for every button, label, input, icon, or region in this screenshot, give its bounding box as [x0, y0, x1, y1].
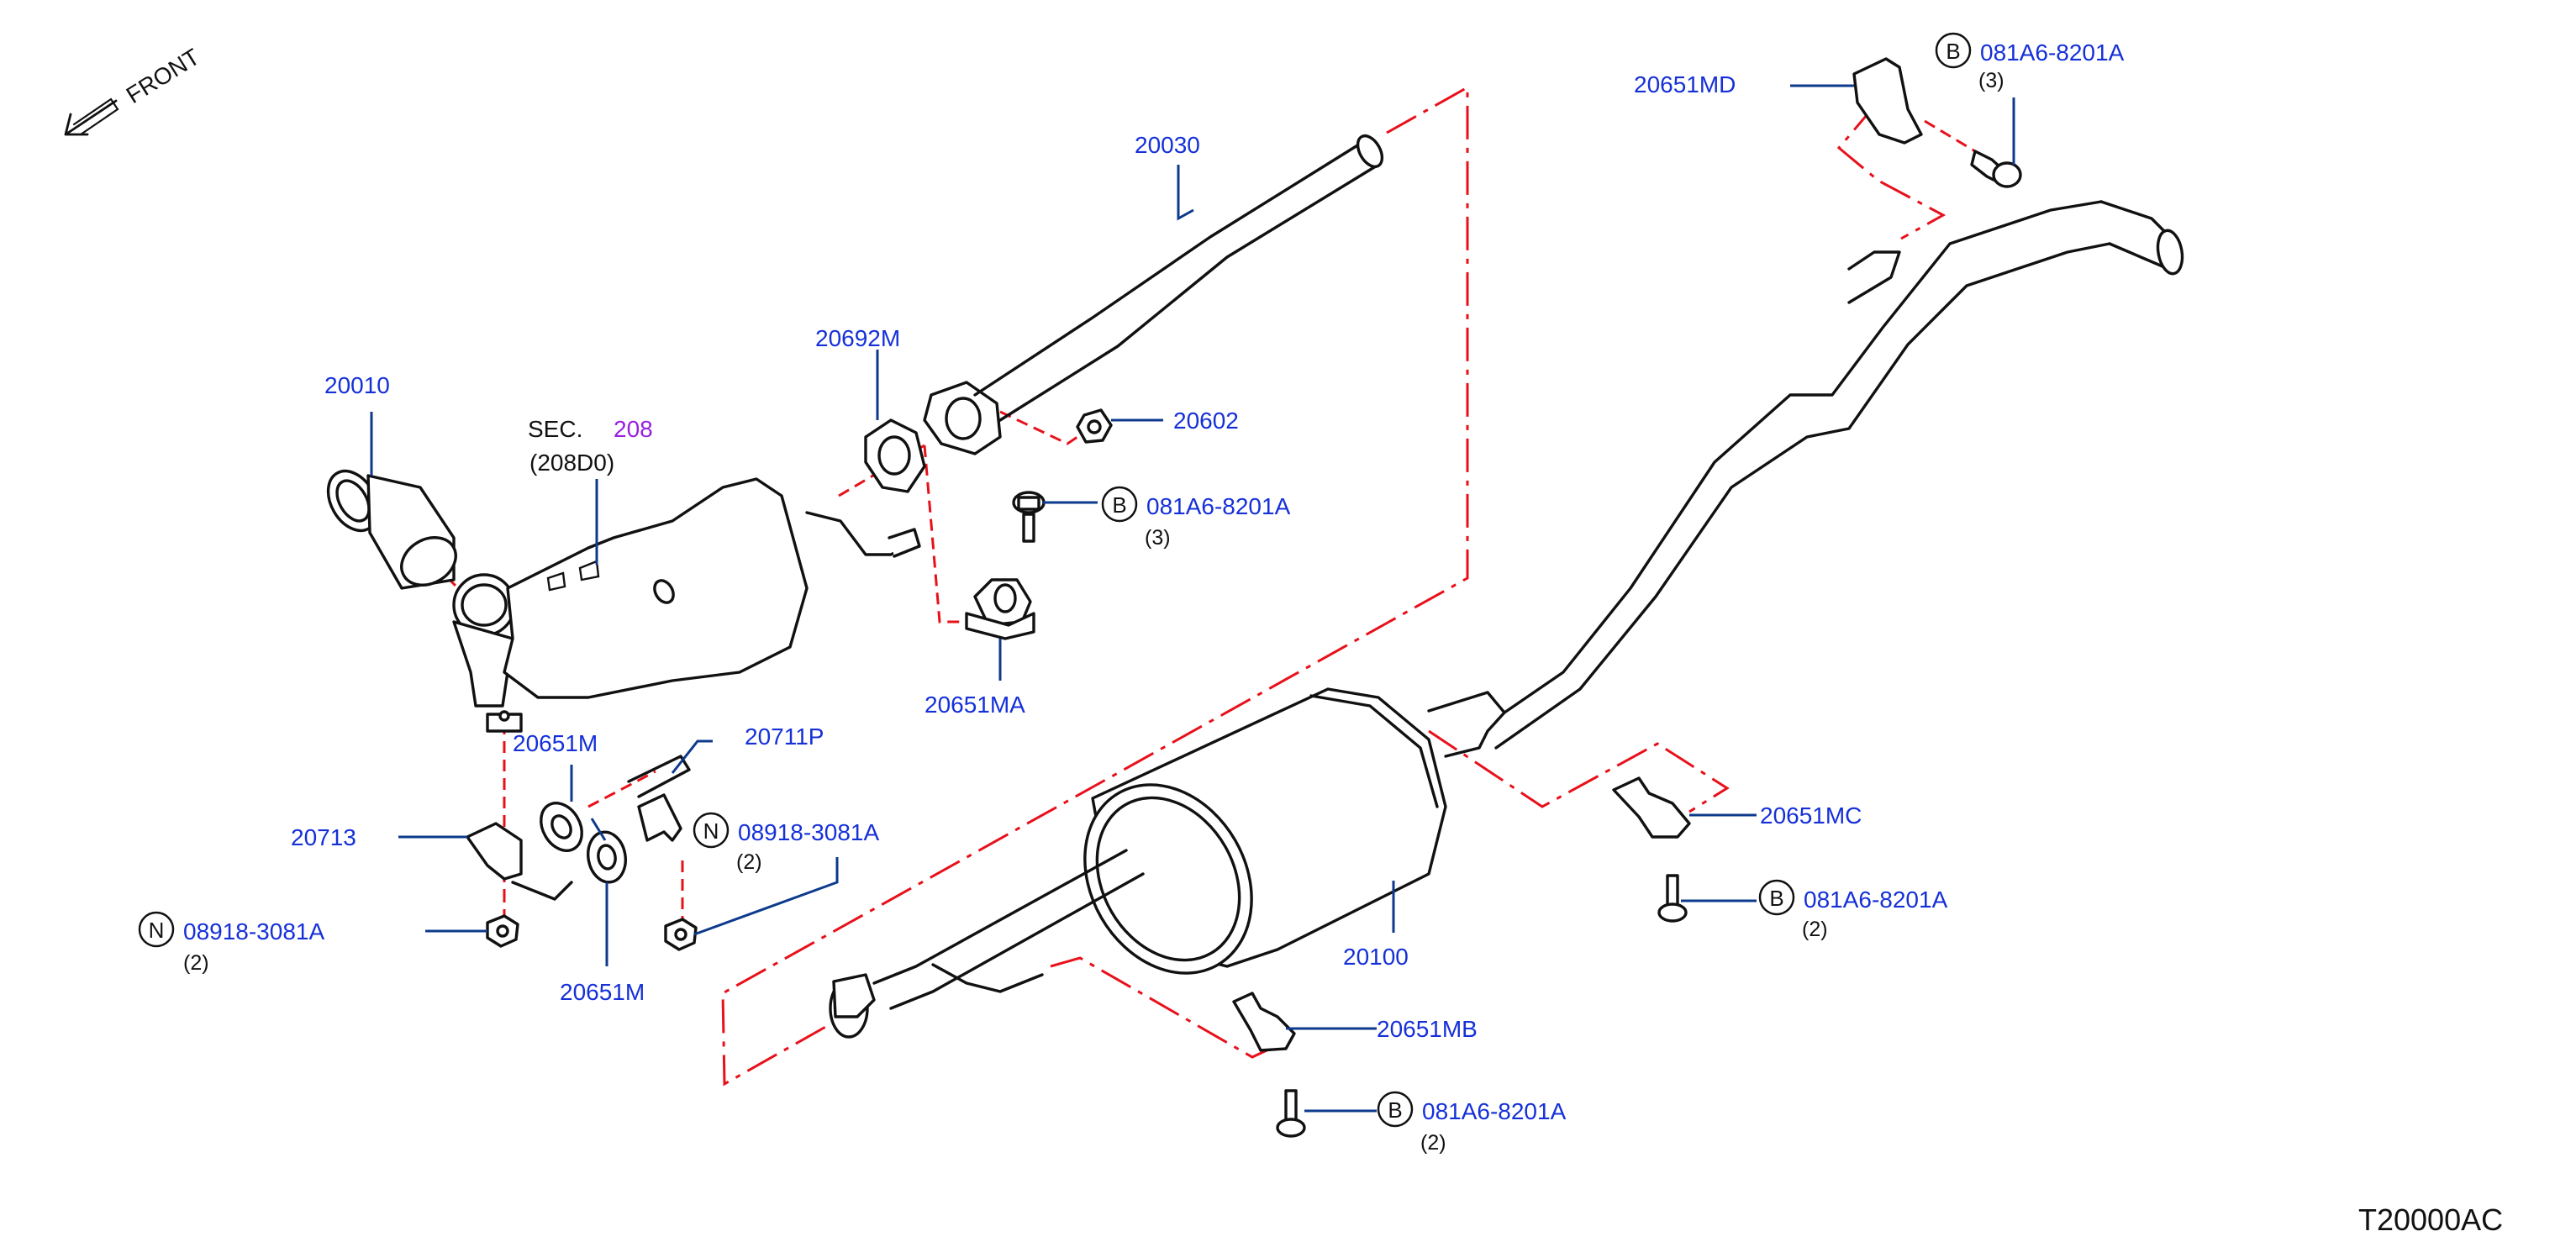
fastener-b-md: B 081A6-8201A (3)	[1935, 32, 2125, 92]
fastener-b-center: B 081A6-8201A (3)	[1101, 486, 1291, 550]
insulator-20651M-top	[540, 802, 583, 852]
hanger-20713	[466, 822, 573, 901]
svg-text:081A6-8201A: 081A6-8201A	[1980, 39, 2125, 66]
part-20651MB-label: 20651MB	[1377, 1016, 1478, 1042]
svg-text:N: N	[703, 818, 719, 844]
svg-text:B: B	[1388, 1097, 1402, 1123]
bolt-md	[1970, 150, 2022, 188]
front-exhaust-pipe-catalyst	[326, 469, 921, 733]
part-20692M-label: 20692M	[815, 325, 900, 351]
bolt-mc	[1657, 874, 1688, 923]
part-20713-label: 20713	[291, 824, 356, 850]
fastener-b-mc: B 081A6-8201A (2)	[1758, 879, 1948, 941]
part-20030-label: 20030	[1135, 132, 1200, 158]
hanger-20651MD	[1852, 57, 1923, 145]
svg-text:N: N	[149, 918, 165, 943]
bolt-mb	[1276, 1089, 1306, 1138]
fastener-n-left: N 08918-3081A (2)	[138, 911, 324, 975]
tail-pipe	[1494, 200, 2184, 750]
svg-text:(2): (2)	[1802, 918, 1828, 941]
svg-text:081A6-8201A: 081A6-8201A	[1146, 493, 1291, 519]
section-sub: (208D0)	[529, 450, 614, 476]
svg-text:08918-3081A: 08918-3081A	[738, 819, 879, 845]
svg-text:08918-3081A: 08918-3081A	[183, 918, 324, 944]
svg-text:(2): (2)	[183, 951, 209, 975]
part-20651MD-label: 20651MD	[1634, 71, 1736, 97]
fastener-b-mb: B 081A6-8201A (2)	[1377, 1091, 1567, 1155]
svg-text:(3): (3)	[1978, 69, 2004, 92]
hanger-20711P	[627, 755, 691, 842]
nut-N-center	[664, 918, 698, 951]
fastener-n-center: N 08918-3081A (2)	[693, 812, 879, 874]
svg-text:081A6-8201A: 081A6-8201A	[1422, 1098, 1567, 1124]
svg-text:081A6-8201A: 081A6-8201A	[1804, 887, 1948, 913]
part-20010-label: 20010	[324, 372, 390, 398]
center-pipe-20030	[973, 134, 1384, 422]
part-20711P-label: 20711P	[745, 723, 824, 750]
part-20651MC-label: 20651MC	[1760, 802, 1862, 829]
part-20651M-bottom-label: 20651M	[560, 979, 645, 1005]
leader-lines	[370, 84, 2015, 1113]
mount-20651MA	[965, 578, 1035, 640]
svg-text:(2): (2)	[736, 850, 762, 874]
part-20651M-top-label: 20651M	[513, 730, 598, 756]
svg-text:B: B	[1946, 39, 1960, 64]
bolt-center	[1012, 491, 1046, 543]
muffler-20100	[829, 687, 1506, 1039]
section-prefix: SEC.	[528, 416, 582, 442]
flange-20030	[923, 381, 1002, 455]
insulator-20651M-bottom	[587, 830, 627, 884]
hanger-20651MC	[1612, 776, 1691, 839]
part-20651MA-label: 20651MA	[925, 692, 1025, 718]
part-20100-label: 20100	[1343, 944, 1409, 970]
front-arrow-icon	[64, 97, 119, 136]
front-label: FRONT	[122, 44, 204, 108]
gasket-20692M	[864, 418, 926, 493]
svg-text:(3): (3)	[1145, 526, 1171, 550]
nut-N-left	[486, 914, 519, 948]
hanger-20651MB	[1232, 992, 1296, 1052]
nut-20602	[1076, 408, 1113, 444]
diagram-code: T20000AC	[2358, 1202, 2503, 1237]
part-20602-label: 20602	[1173, 408, 1239, 434]
svg-text:(2): (2)	[1420, 1131, 1446, 1155]
svg-text:B: B	[1112, 492, 1126, 518]
svg-text:B: B	[1769, 886, 1783, 911]
section-number: 208	[614, 416, 653, 442]
